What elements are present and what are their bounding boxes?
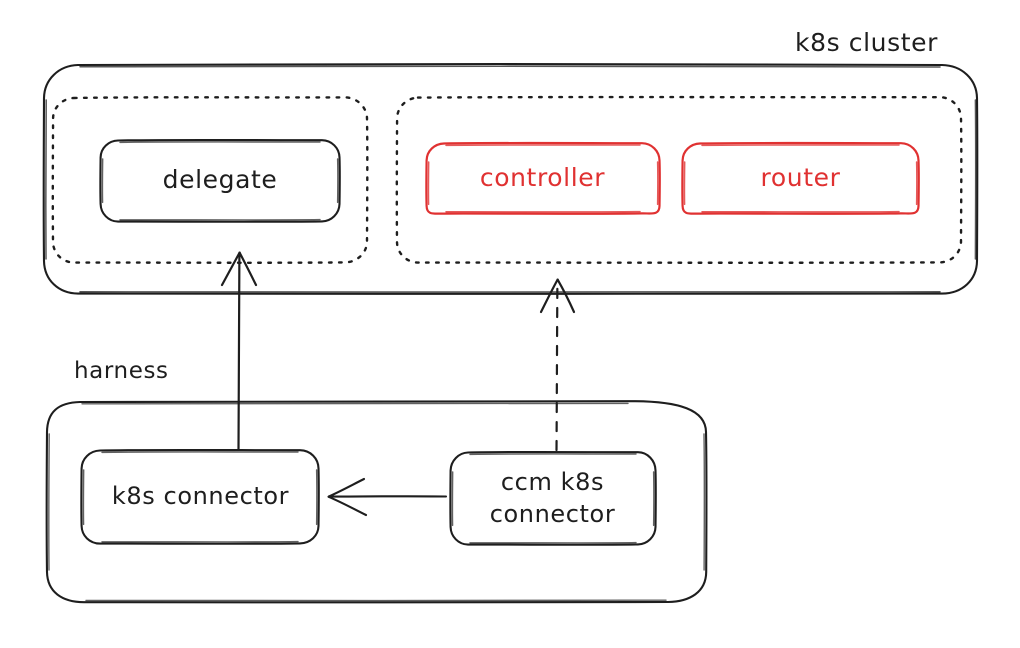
arrow-ccm-k8s-connector-to-k8s-connector[interactable] <box>327 477 448 517</box>
arrow-k8s-connector-to-delegate[interactable] <box>220 251 258 451</box>
delegate-node-box[interactable] <box>99 138 341 223</box>
arrow-ccm-k8s-connector-to-services-group[interactable] <box>539 278 576 452</box>
k8s-cluster-box[interactable] <box>42 62 979 296</box>
router-node-box[interactable] <box>681 141 920 215</box>
services-group-box[interactable] <box>395 95 963 264</box>
ccm-k8s-connector-node-box[interactable] <box>449 450 657 546</box>
k8s-connector-node-box[interactable] <box>80 448 320 545</box>
harness-box[interactable] <box>45 400 708 604</box>
delegate-group-box[interactable] <box>51 96 369 264</box>
controller-node-box[interactable] <box>425 141 661 215</box>
